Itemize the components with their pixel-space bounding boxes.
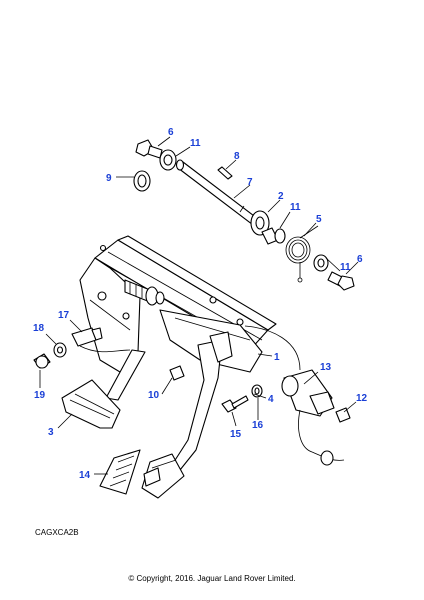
pivot-spring-assembly	[124, 279, 165, 306]
shaft-bush	[250, 210, 279, 245]
leader-lines	[39, 136, 359, 475]
callout-8: 8	[234, 151, 240, 162]
brake-pedal-arm	[141, 331, 233, 499]
callout-11-middle: 11	[290, 202, 301, 213]
clutch-pedal	[61, 349, 146, 429]
callout-17: 17	[58, 310, 70, 321]
diagram-reference-code: CAGXCA2B	[35, 528, 79, 537]
bolt-15	[221, 395, 249, 413]
callout-9: 9	[106, 173, 112, 184]
copyright-notice: © Copyright, 2016. Jaguar Land Rover Lim…	[128, 574, 296, 583]
callout-6-right: 6	[357, 254, 363, 265]
washer-9	[133, 170, 151, 192]
pedal-cable	[244, 325, 301, 371]
callout-labels: 6 11 8 9 7 2 11 5 11 6 17 18 1 13 4 19 1…	[33, 127, 368, 481]
callout-3: 3	[48, 427, 54, 438]
callout-13: 13	[320, 362, 332, 373]
right-bolt	[327, 271, 355, 291]
callout-7: 7	[247, 177, 253, 188]
nut-19	[33, 353, 51, 369]
callout-18: 18	[33, 323, 45, 334]
callout-16: 16	[252, 420, 264, 431]
pedal-box-bracket	[79, 235, 277, 373]
pin-8	[217, 166, 233, 180]
callout-6-upper: 6	[168, 127, 174, 138]
clip-12	[335, 407, 351, 423]
nut-18	[53, 342, 67, 358]
callout-12: 12	[356, 393, 368, 404]
pedal-stop	[169, 365, 185, 381]
master-cylinder	[281, 369, 345, 466]
upper-bolt	[135, 139, 163, 159]
callout-15: 15	[230, 429, 242, 440]
upper-bush	[159, 149, 177, 171]
pedal-pad-14	[99, 449, 141, 495]
callout-19: 19	[34, 390, 46, 401]
callout-10: 10	[148, 390, 160, 401]
callout-14: 14	[79, 470, 91, 481]
pedal-switch	[71, 327, 103, 347]
callout-4: 4	[268, 394, 274, 405]
callout-5: 5	[316, 214, 322, 225]
callout-11-upper: 11	[190, 138, 201, 149]
callout-11-right: 11	[340, 262, 351, 273]
callout-1: 1	[274, 352, 280, 363]
right-clip	[313, 254, 329, 272]
spring-washer	[274, 228, 286, 244]
cable-lower	[79, 345, 131, 353]
return-spring	[285, 225, 319, 283]
callout-2: 2	[278, 191, 284, 202]
brake-pedal-pad	[143, 467, 161, 487]
